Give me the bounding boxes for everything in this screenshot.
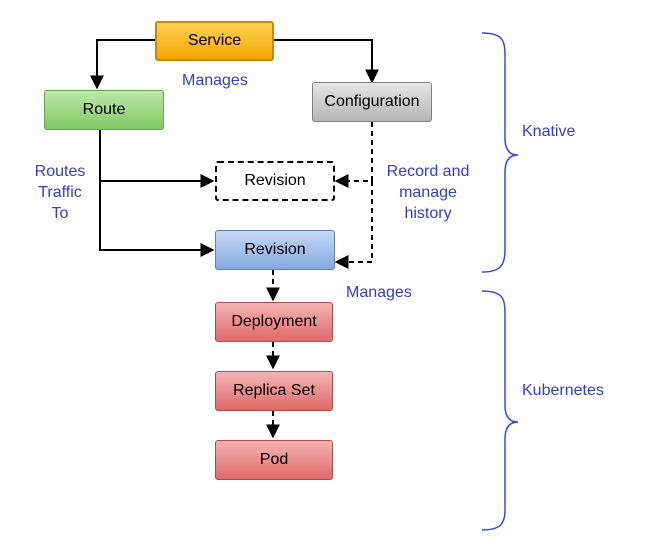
revision-inactive-label: Revision xyxy=(244,172,306,189)
record-history-line-3: history xyxy=(404,205,452,222)
edge-route-revision-inactive xyxy=(99,128,215,188)
manages-top-label: Manages xyxy=(182,72,248,89)
edge-route-revision-active xyxy=(99,181,215,257)
edge-configuration-revision-inactive xyxy=(334,122,373,188)
route-label: Route xyxy=(82,101,126,118)
replica-set-label: Replica Set xyxy=(233,382,315,399)
routes-traffic-line-1: Routes xyxy=(34,163,86,180)
record-history-line-1: Record and xyxy=(386,163,470,180)
routes-traffic-line-2: Traffic xyxy=(38,184,82,201)
knative-group-label: Knative xyxy=(522,123,576,140)
pod-label: Pod xyxy=(259,451,289,468)
revision-inactive-node[interactable]: Revision xyxy=(215,161,335,201)
pod-node[interactable]: Pod xyxy=(215,440,333,480)
configuration-label: Configuration xyxy=(324,93,420,110)
route-node[interactable]: Route xyxy=(44,90,164,130)
routes-traffic-label: Routes Traffic To xyxy=(30,161,90,224)
edge-service-route xyxy=(90,39,155,90)
kubernetes-group-label: Kubernetes xyxy=(522,382,604,399)
record-history-label: Record and manage history xyxy=(378,161,478,224)
configuration-node[interactable]: Configuration xyxy=(312,82,432,122)
manages-bottom-label: Manages xyxy=(346,284,412,301)
edge-service-configuration xyxy=(274,39,379,84)
deployment-label: Deployment xyxy=(231,313,317,330)
service-node[interactable]: Service xyxy=(155,21,274,61)
revision-active-node[interactable]: Revision xyxy=(215,230,335,270)
kubernetes-brace xyxy=(481,290,519,531)
service-label: Service xyxy=(187,32,242,49)
record-history-line-2: manage xyxy=(399,184,457,201)
edge-configuration-revision-active xyxy=(334,181,373,269)
deployment-node[interactable]: Deployment xyxy=(215,302,333,342)
knative-brace xyxy=(481,32,519,273)
replica-set-node[interactable]: Replica Set xyxy=(215,371,333,411)
routes-traffic-line-3: To xyxy=(51,205,69,222)
revision-active-label: Revision xyxy=(244,241,306,258)
